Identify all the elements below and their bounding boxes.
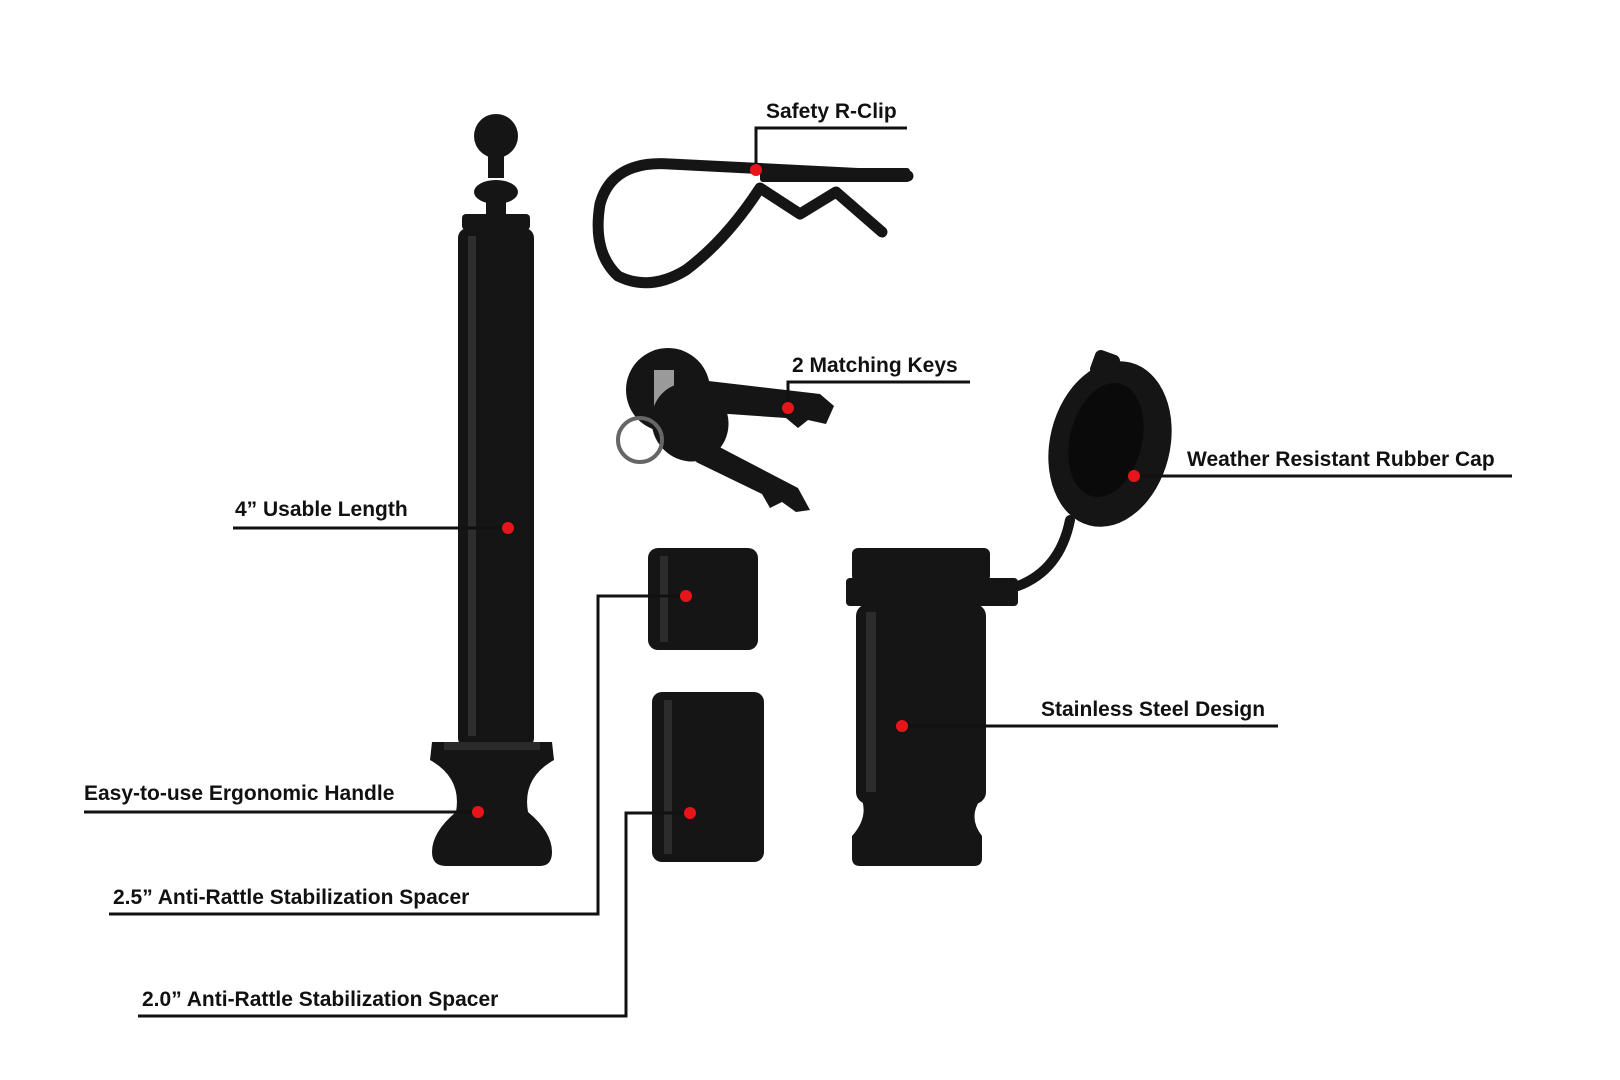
label-spacer-2-5: 2.5” Anti-Rattle Stabilization Spacer xyxy=(113,886,469,909)
lock-body xyxy=(846,548,1018,866)
hitch-pin xyxy=(430,114,554,866)
spacer-2-5-part xyxy=(648,548,758,650)
label-safety-r-clip: Safety R-Clip xyxy=(766,100,897,123)
labels: Safety R-Clip 2 Matching Keys Weather Re… xyxy=(84,100,1495,1011)
label-rubber-cap: Weather Resistant Rubber Cap xyxy=(1187,448,1495,471)
label-spacer-2-0: 2.0” Anti-Rattle Stabilization Spacer xyxy=(142,988,498,1011)
marker-usable-length xyxy=(502,522,514,534)
marker-safety-r-clip xyxy=(750,164,762,176)
label-ergonomic-handle: Easy-to-use Ergonomic Handle xyxy=(84,782,394,805)
leader-spacer-2-5 xyxy=(109,594,686,916)
markers xyxy=(472,164,1140,819)
label-matching-keys: 2 Matching Keys xyxy=(792,354,958,377)
leader-matching-keys xyxy=(786,380,970,408)
marker-stainless-steel xyxy=(896,720,908,732)
label-usable-length: 4” Usable Length xyxy=(235,498,408,521)
safety-r-clip xyxy=(592,158,914,289)
leader-lines xyxy=(84,126,1512,1018)
marker-spacer-2-5 xyxy=(680,590,692,602)
leader-spacer-2-0 xyxy=(138,811,690,1018)
keys xyxy=(616,348,834,512)
marker-matching-keys xyxy=(782,402,794,414)
marker-spacer-2-0 xyxy=(684,807,696,819)
rubber-cap xyxy=(1013,350,1172,591)
marker-ergonomic-handle xyxy=(472,806,484,818)
label-stainless-steel: Stainless Steel Design xyxy=(1041,698,1265,721)
leader-safety-r-clip xyxy=(754,126,907,170)
spacer-2-0-part xyxy=(652,692,764,862)
marker-rubber-cap xyxy=(1128,470,1140,482)
